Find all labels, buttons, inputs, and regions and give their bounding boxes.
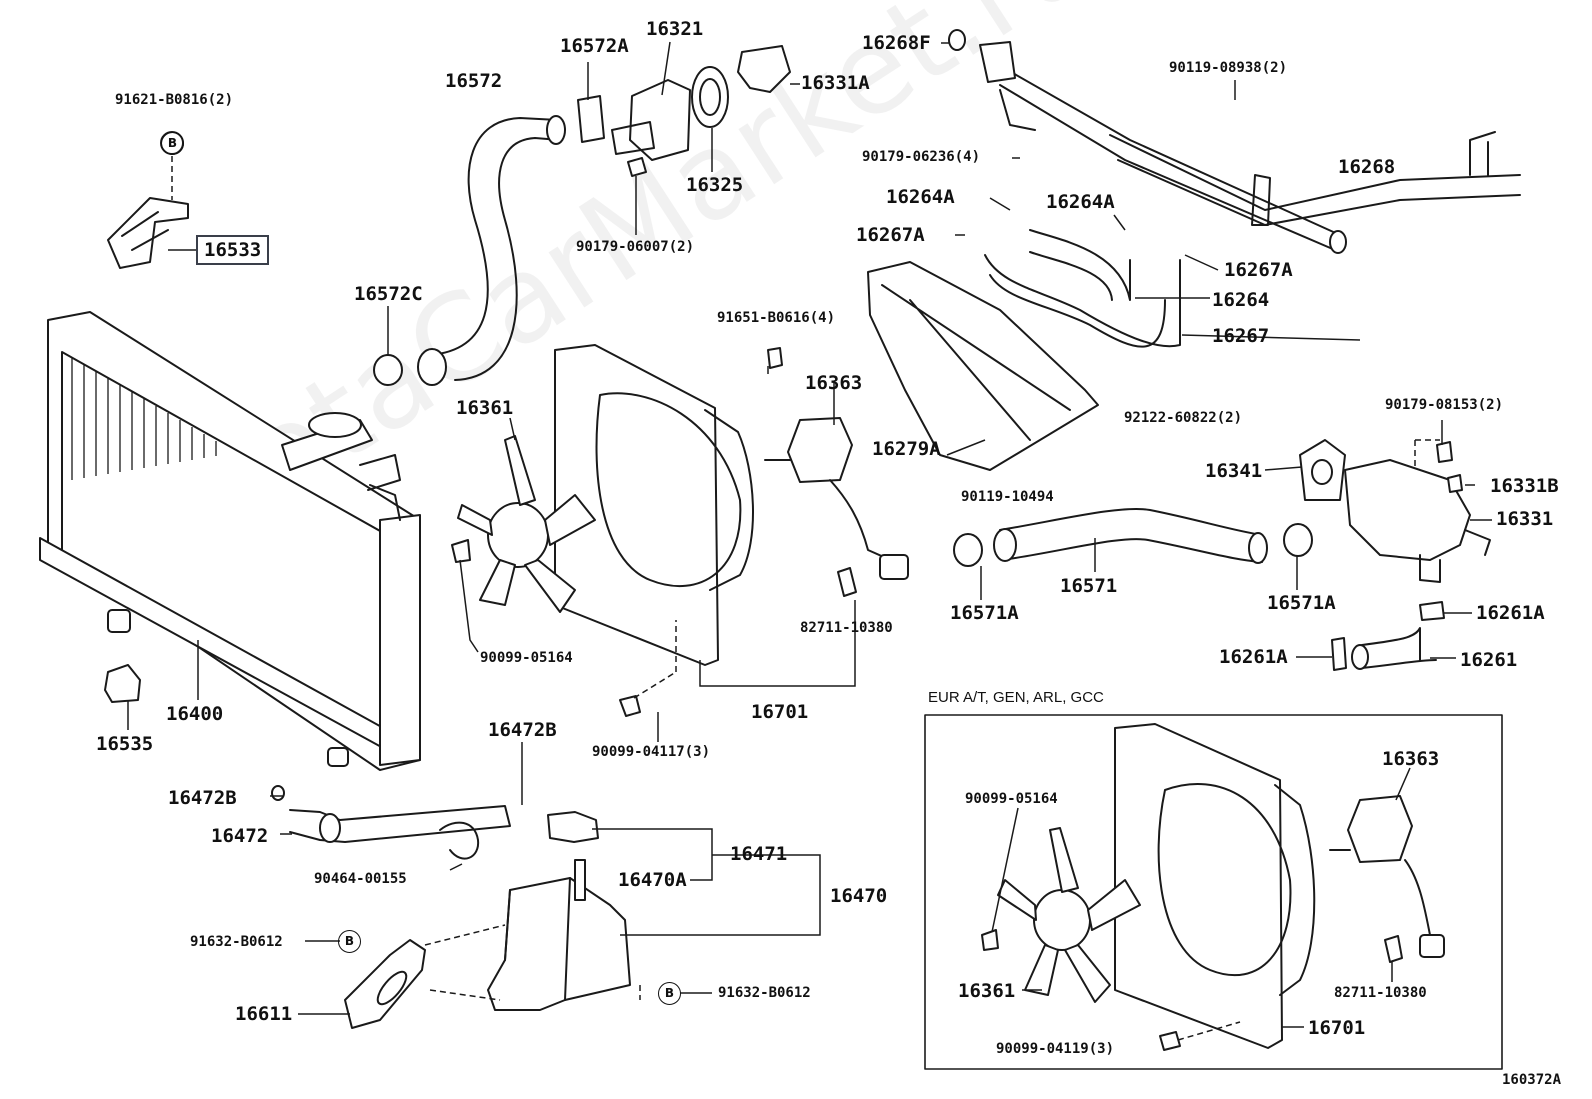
label-16472B-top[interactable]: 16472B — [488, 719, 557, 741]
label-91621-B0816[interactable]: 91621-B0816(2) — [115, 92, 234, 108]
figure-code: 160372A — [1502, 1072, 1562, 1088]
label-16400[interactable]: 16400 — [166, 703, 224, 725]
label-16572C[interactable]: 16572C — [354, 283, 423, 305]
label-91632-B0612-left[interactable]: 91632-B0612 — [190, 934, 283, 950]
inset-label-16361[interactable]: 16361 — [958, 980, 1016, 1002]
label-82711-10380[interactable]: 82711-10380 — [800, 620, 893, 636]
label-90179-06236[interactable]: 90179-06236(4) — [862, 149, 981, 165]
inset-fan-assembly-drawing — [981, 723, 1445, 1051]
bracket-16533-drawing — [107, 197, 189, 269]
label-16533-highlighted[interactable]: 16533 — [196, 235, 270, 265]
label-16261A-left[interactable]: 16261A — [1219, 646, 1288, 668]
label-16261[interactable]: 16261 — [1460, 649, 1518, 671]
label-16472B-left[interactable]: 16472B — [168, 787, 237, 809]
label-16572A[interactable]: 16572A — [560, 35, 629, 57]
label-16571[interactable]: 16571 — [1060, 575, 1118, 597]
inset-label-82711-10380[interactable]: 82711-10380 — [1334, 985, 1427, 1001]
label-16268F[interactable]: 16268F — [862, 32, 931, 54]
label-16267A-left[interactable]: 16267A — [856, 224, 925, 246]
label-16268[interactable]: 16268 — [1338, 156, 1396, 178]
hose-16572-drawing — [429, 117, 561, 381]
inset-label-16363[interactable]: 16363 — [1382, 748, 1440, 770]
water-pipe-16268-drawing — [989, 59, 1521, 251]
label-16325[interactable]: 16325 — [686, 174, 744, 196]
label-16261A-right[interactable]: 16261A — [1476, 602, 1545, 624]
label-90179-06007[interactable]: 90179-06007(2) — [576, 239, 695, 255]
label-16571A-right[interactable]: 16571A — [1267, 592, 1336, 614]
label-90119-10494[interactable]: 90119-10494 — [961, 489, 1054, 505]
label-16264A-right[interactable]: 16264A — [1046, 191, 1115, 213]
label-90119-08938[interactable]: 90119-08938(2) — [1169, 60, 1288, 76]
radiator-drawing — [39, 311, 421, 771]
label-16701[interactable]: 16701 — [751, 701, 809, 723]
label-16611[interactable]: 16611 — [235, 1003, 293, 1025]
inset-title: EUR A/T, GEN, ARL, GCC — [928, 689, 1104, 706]
label-16321[interactable]: 16321 — [646, 18, 704, 40]
label-90464-00155[interactable]: 90464-00155 — [314, 871, 407, 887]
label-16264[interactable]: 16264 — [1212, 289, 1270, 311]
bolt-mark-b-icon: B — [161, 132, 184, 155]
label-91632-B0612-right[interactable]: 91632-B0612 — [718, 985, 811, 1001]
bolt-mark-b-icon: B — [658, 982, 681, 1005]
water-outlet-16331-drawing — [1344, 459, 1471, 561]
inset-label-16701[interactable]: 16701 — [1308, 1017, 1366, 1039]
label-16363[interactable]: 16363 — [805, 372, 863, 394]
drain-cock-16535-drawing — [104, 664, 141, 703]
label-16361[interactable]: 16361 — [456, 397, 514, 419]
inset-label-90099-04119[interactable]: 90099-04119(3) — [996, 1041, 1115, 1057]
bolt-mark-b-icon: B — [338, 930, 361, 953]
leader-lines — [127, 41, 1492, 1015]
label-16267A-right[interactable]: 16267A — [1224, 259, 1293, 281]
label-90179-08153[interactable]: 90179-08153(2) — [1385, 397, 1504, 413]
label-16470[interactable]: 16470 — [830, 885, 888, 907]
gasket-16341-drawing — [1299, 439, 1346, 501]
label-90099-04117[interactable]: 90099-04117(3) — [592, 744, 711, 760]
label-16331[interactable]: 16331 — [1496, 508, 1554, 530]
label-16331A[interactable]: 16331A — [801, 72, 870, 94]
inset-leader-lines — [991, 767, 1411, 1028]
inset-frame — [924, 714, 1503, 1070]
label-16341[interactable]: 16341 — [1205, 460, 1263, 482]
label-92122-60822[interactable]: 92122-60822(2) — [1124, 410, 1243, 426]
label-91651-B0616[interactable]: 91651-B0616(4) — [717, 310, 836, 326]
label-16279A[interactable]: 16279A — [872, 438, 941, 460]
fan-16361-drawing — [457, 435, 596, 613]
label-16571A-left[interactable]: 16571A — [950, 602, 1019, 624]
label-16472[interactable]: 16472 — [211, 825, 269, 847]
label-16470A[interactable]: 16470A — [618, 869, 687, 891]
label-90099-05164[interactable]: 90099-05164 — [480, 650, 573, 666]
label-16331B[interactable]: 16331B — [1490, 475, 1559, 497]
label-16264A-left[interactable]: 16264A — [886, 186, 955, 208]
label-16267[interactable]: 16267 — [1212, 325, 1270, 347]
label-16471[interactable]: 16471 — [730, 843, 788, 865]
hose-16571-drawing — [999, 508, 1263, 563]
label-16535[interactable]: 16535 — [96, 733, 154, 755]
inset-label-90099-05164[interactable]: 90099-05164 — [965, 791, 1058, 807]
label-16572[interactable]: 16572 — [445, 70, 503, 92]
